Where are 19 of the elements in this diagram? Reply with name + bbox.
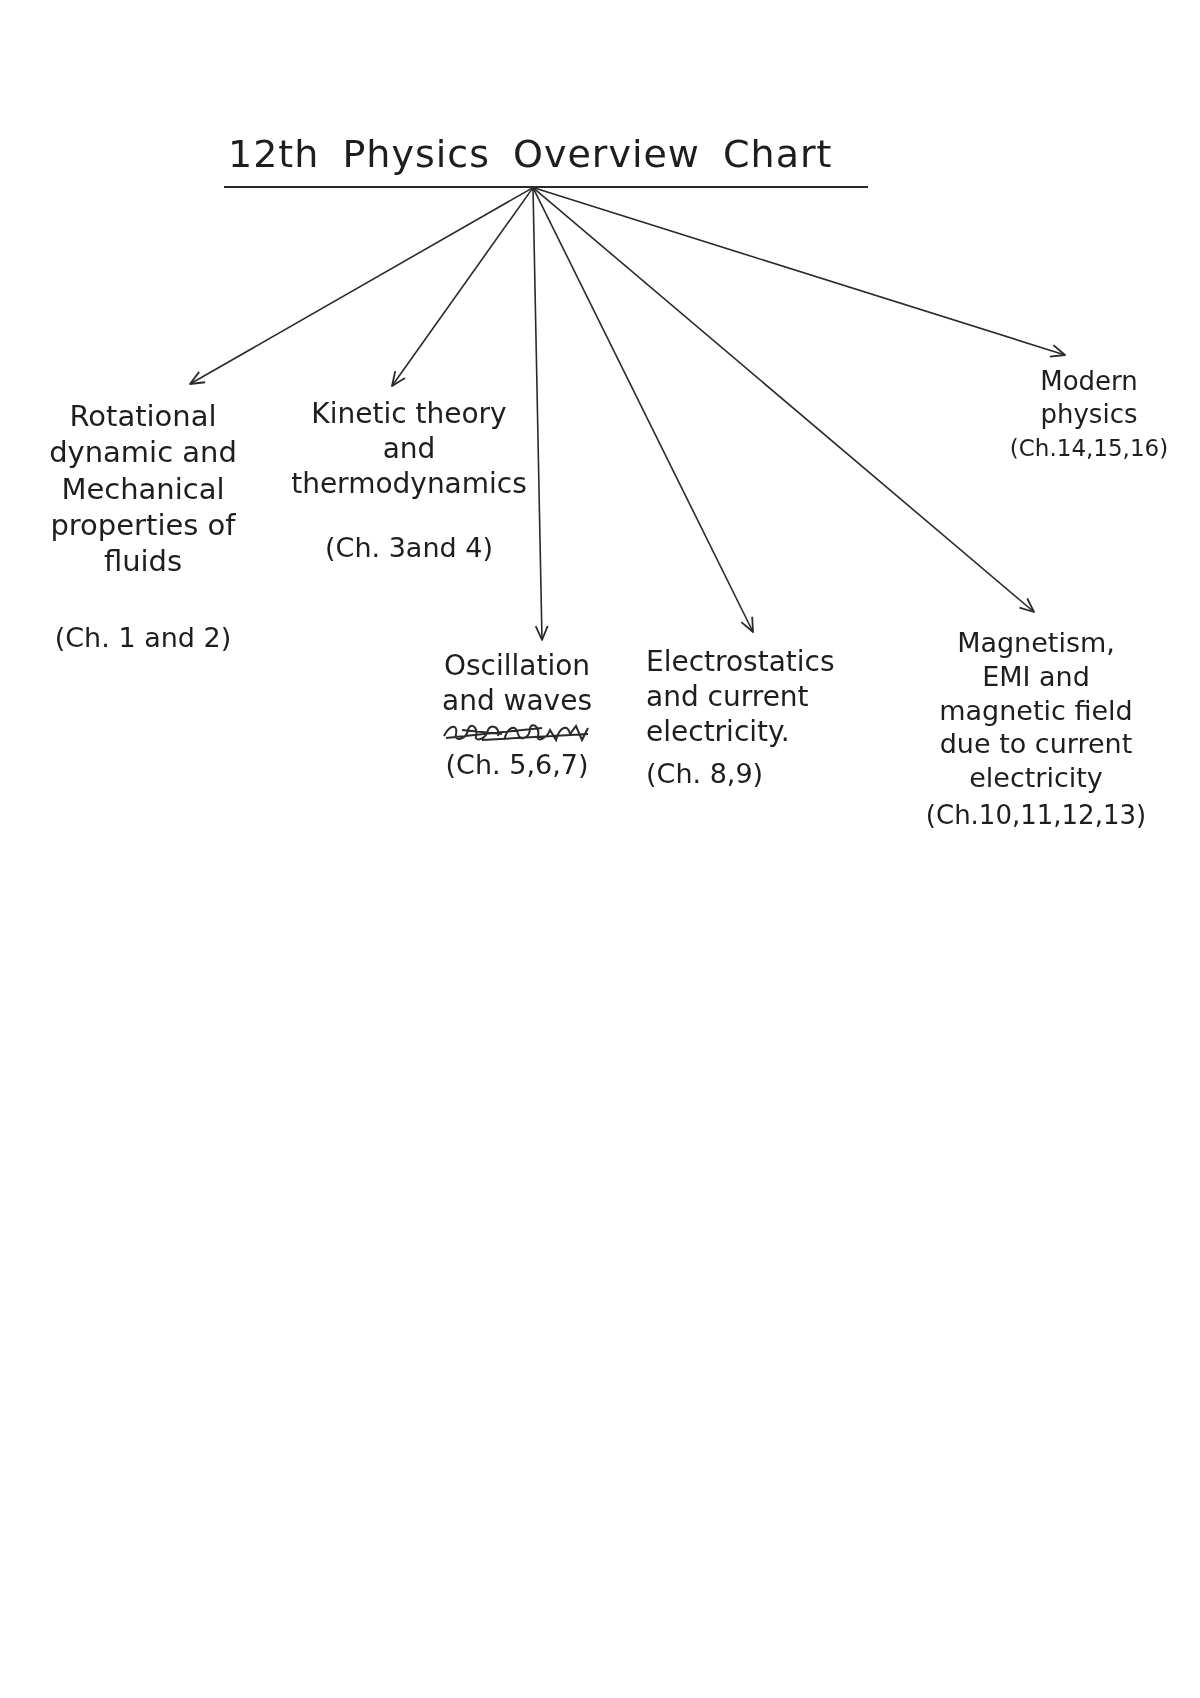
chapter-reference: (Ch.14,15,16) [1008,434,1170,463]
chapter-reference: (Ch. 1 and 2) [53,621,233,655]
topic-label: Modern physics [1039,365,1139,430]
arrow [189,186,534,385]
topic-label: Oscillation and waves [441,648,593,718]
arrow [532,186,549,641]
chapter-reference: (Ch. 8,9) [646,757,765,791]
arrow [391,186,534,387]
topic-label: Electrostatics and current electricity. [646,644,836,749]
topic-label: Kinetic theory and thermodynamics [290,396,528,501]
topic-label: Magnetism, EMI and magnetic field due to current electricity [938,626,1134,795]
arrow [532,186,1035,613]
chapter-reference: (Ch.10,11,12,13) [924,798,1148,832]
topic-label: Rotational dynamic and Mechanical properties of fluids [48,398,238,580]
arrow [532,186,1066,358]
chapter-reference: (Ch. 5,6,7) [444,748,590,782]
chapter-reference: (Ch. 3and 4) [324,531,494,565]
chart-title: 12th Physics Overview Chart [224,132,868,188]
arrow [532,186,754,633]
